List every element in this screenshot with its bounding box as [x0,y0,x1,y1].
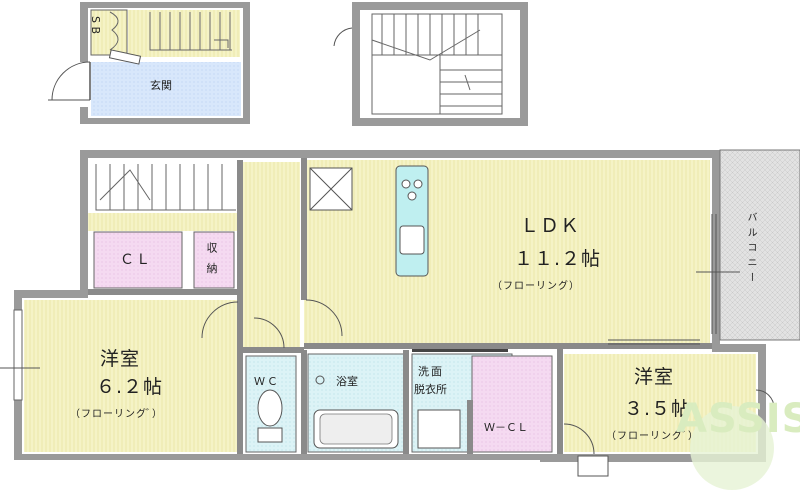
room-label-wc: ＷＣ [254,375,280,388]
room-label-senmen: 洗面 [418,365,444,378]
room-label-yoshitsu-1: 洋室 [100,348,141,370]
watermark-text: ASSIST [676,396,800,442]
room-label-yoshitsu-2: 洋室 [634,366,675,388]
room-label-yoshitsu-1-floor: （フローリングﾞ） [70,409,163,420]
room-label-sb: S B [89,16,102,35]
room-label-wcl: Ｗ－ＣＬ [484,421,528,434]
room-label-cl: ＣＬ [120,252,152,268]
entrance-block [48,2,250,124]
room-label-datsuijo: 脱衣所 [414,383,447,396]
room-label-yoshitsu-2-floor: （フローリングﾞ） [606,431,699,442]
room-label-yokushitsu: 浴室 [336,375,358,388]
room-label-ldk: ＬＤＫ [520,215,581,237]
room-label-ldk-floor: （フローリング） [492,281,580,292]
room-label-balcony: バルコニー [745,212,756,287]
main-floor [0,149,800,477]
room-label-yoshitsu-2-size: ３.５帖 [624,398,692,420]
room-label-yoshitsu-1-size: ６.２帖 [96,376,164,398]
room-label-genkan: 玄関 [150,79,172,92]
assist-logo [690,406,774,490]
room-label-ldk-size: １１.２帖 [514,248,602,270]
room-label-shuno: 収 納 [205,242,218,277]
upper-stair-block [333,2,528,126]
